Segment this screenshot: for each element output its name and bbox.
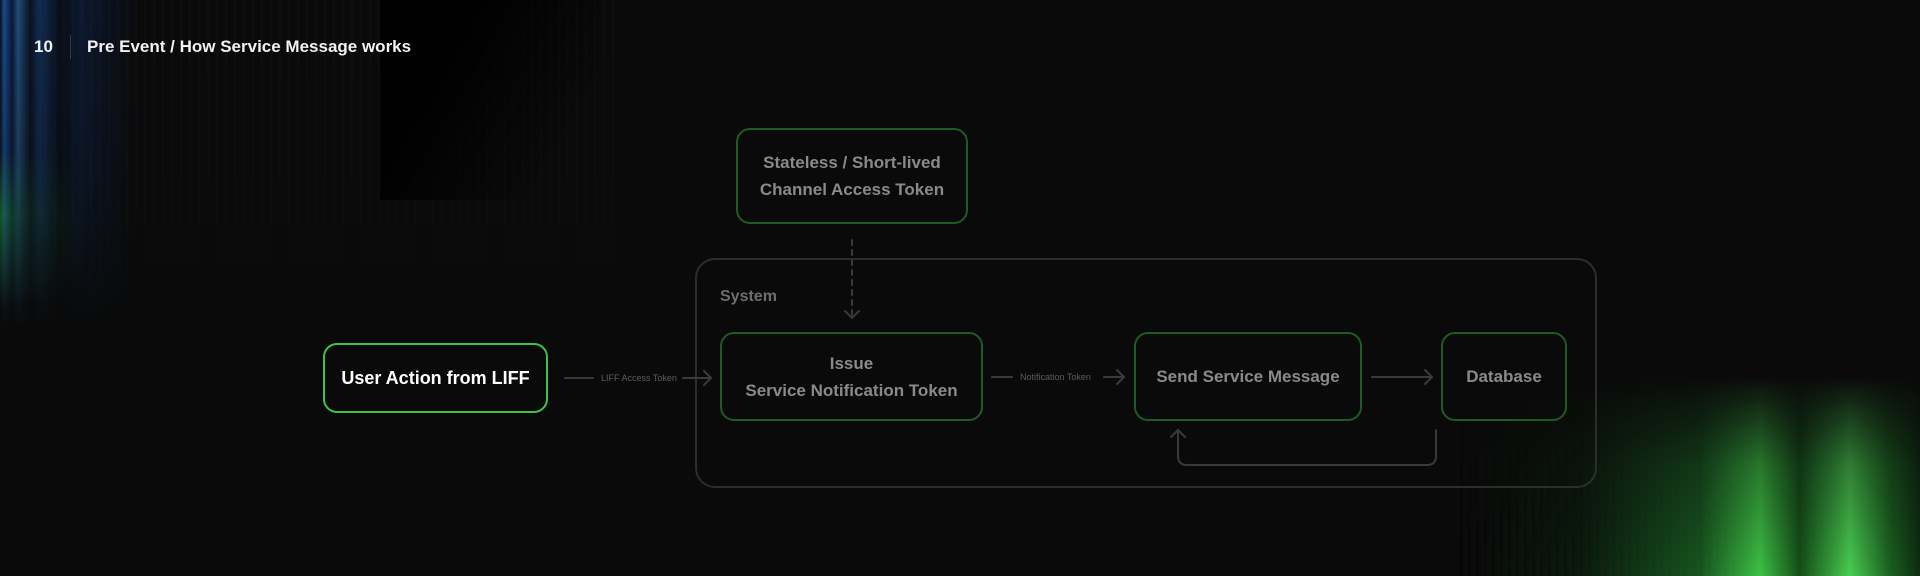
database-node: Database bbox=[1441, 332, 1567, 421]
background-glow-right bbox=[1460, 376, 1920, 576]
arrowhead-token-to-issue bbox=[844, 310, 860, 319]
stateless-token-line1: Stateless / Short-lived bbox=[763, 153, 941, 172]
send-message-node: Send Service Message bbox=[1134, 332, 1362, 421]
database-label: Database bbox=[1466, 367, 1542, 386]
arrowhead-user-to-issue bbox=[703, 370, 712, 386]
slide-title: Pre Event / How Service Message works bbox=[87, 37, 412, 56]
arrowhead-database-loop bbox=[1170, 429, 1186, 438]
user-action-node: User Action from LIFF bbox=[323, 343, 548, 413]
user-action-label: User Action from LIFF bbox=[341, 367, 530, 388]
background-glow-left-green bbox=[0, 150, 120, 310]
header-divider bbox=[70, 35, 71, 59]
slide-header: 10 Pre Event / How Service Message works bbox=[34, 34, 411, 60]
arrowhead-send-to-database bbox=[1424, 369, 1433, 385]
send-message-label: Send Service Message bbox=[1156, 367, 1340, 386]
background-shade bbox=[380, 0, 600, 200]
stateless-token-line2: Channel Access Token bbox=[759, 180, 945, 199]
system-group-label: System bbox=[720, 288, 777, 305]
page-number: 10 bbox=[34, 37, 53, 56]
stateless-token-node: Stateless / Short-lived Channel Access T… bbox=[736, 128, 968, 224]
system-group bbox=[695, 258, 1597, 488]
edge-label-liff-token: LIFF Access Token bbox=[601, 373, 677, 383]
issue-token-node: Issue Service Notification Token bbox=[720, 332, 983, 421]
arrow-database-loop bbox=[1177, 429, 1437, 466]
issue-token-line2: Service Notification Token bbox=[745, 380, 958, 400]
edge-label-notification-token: Notification Token bbox=[1020, 372, 1091, 382]
arrowhead-issue-to-send bbox=[1116, 369, 1125, 385]
issue-token-line1: Issue bbox=[829, 353, 874, 373]
